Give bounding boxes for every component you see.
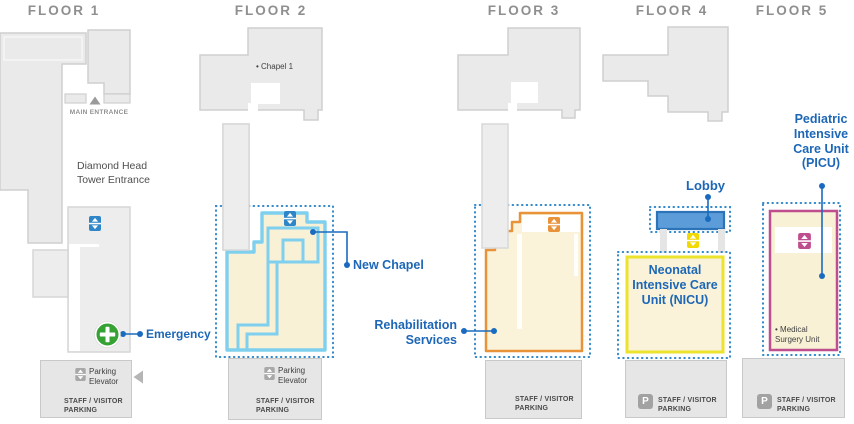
floor2-rehab-zone <box>215 123 334 358</box>
lobby-label: Lobby <box>686 178 725 193</box>
floor5-parking-box: P STAFF / VISITOR PARKING <box>742 358 845 418</box>
main-entrance-label: MAIN ENTRANCE <box>69 109 129 116</box>
floor2-header: FLOOR 2 <box>234 3 308 18</box>
floor4-header: FLOOR 4 <box>635 3 709 18</box>
main-entrance-marker-icon <box>89 96 101 105</box>
parking-p-icon-floor4: P <box>638 394 653 409</box>
floor4-parking-box: P STAFF / VISITOR PARKING <box>625 360 727 418</box>
floor4-footprint <box>602 26 729 122</box>
parking-elevator-label-floor1: Parking Elevator <box>89 367 119 386</box>
floor1-header: FLOOR 1 <box>27 3 101 18</box>
staff-parking-label-floor2: STAFF / VISITOR PARKING <box>256 398 315 415</box>
picu-label: Pediatric Intensive Care Unit (PICU) <box>793 112 849 171</box>
emergency-label: Emergency <box>146 327 211 341</box>
tower-entrance-label: Diamond Head Tower Entrance <box>77 160 150 186</box>
emergency-icon <box>94 321 121 348</box>
floor3-rehab-zone <box>474 123 591 358</box>
staff-parking-label-floor3: STAFF / VISITOR PARKING <box>515 396 574 413</box>
nicu-label: Neonatal Intensive Care Unit (NICU) <box>632 263 718 307</box>
parking-pointer-icon <box>133 370 143 384</box>
floor3-parking-box: STAFF / VISITOR PARKING <box>485 360 582 419</box>
new-chapel-label: New Chapel <box>353 258 424 272</box>
staff-parking-label-floor5: STAFF / VISITOR PARKING <box>777 397 836 414</box>
emergency-connector <box>120 331 143 337</box>
floor2-parking-box: Parking Elevator STAFF / VISITOR PARKING <box>228 358 322 420</box>
rehab-connector <box>461 328 497 334</box>
parking-elevator-icon-floor2 <box>264 367 275 380</box>
elevator-icon-floor1 <box>89 216 101 231</box>
floor5-header: FLOOR 5 <box>755 3 829 18</box>
elevator-icon-floor3 <box>548 217 560 232</box>
elevator-icon-floor5 <box>798 233 811 249</box>
staff-parking-label-floor4: STAFF / VISITOR PARKING <box>658 397 717 414</box>
floor4-nicu-zone <box>617 251 731 359</box>
floor2-corridor-outline <box>236 226 320 351</box>
floor1-footprint <box>0 29 143 384</box>
parking-elevator-icon-floor1 <box>75 368 86 381</box>
new-chapel-connector <box>310 229 350 268</box>
callout-connectors <box>120 183 825 337</box>
floor1-parking-box: Parking Elevator STAFF / VISITOR PARKING <box>40 360 132 418</box>
elevator-icon-floor2 <box>284 211 296 226</box>
parking-elevator-label-floor2: Parking Elevator <box>278 366 308 385</box>
picu-connector <box>819 183 825 279</box>
medical-surgery-label: • Medical Surgery Unit <box>775 325 820 344</box>
staff-parking-label-floor1: STAFF / VISITOR PARKING <box>64 398 123 415</box>
lobby-connector <box>705 194 711 222</box>
floor3-header: FLOOR 3 <box>487 3 561 18</box>
parking-p-icon-floor5: P <box>757 394 772 409</box>
floor3-footprint <box>457 27 581 119</box>
rehab-services-label: Rehabilitation Services <box>374 318 457 347</box>
elevator-icon-floor4 <box>687 233 699 248</box>
chapel1-label: • Chapel 1 <box>256 62 294 71</box>
